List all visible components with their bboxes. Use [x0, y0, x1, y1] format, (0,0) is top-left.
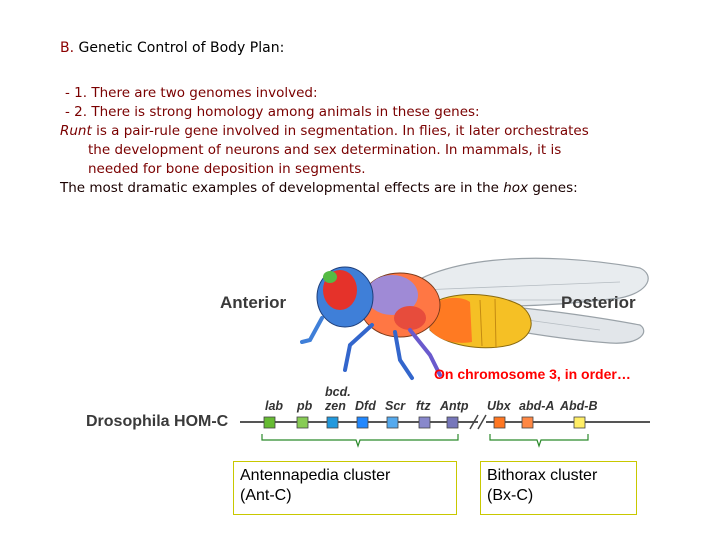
posterior-label: Posterior — [561, 293, 636, 312]
antennapedia-line1: Antennapedia cluster — [240, 467, 391, 484]
slide-title: B. Genetic Control of Body Plan: — [60, 40, 284, 56]
fly-legs — [343, 323, 442, 380]
gene-box-abda — [521, 416, 534, 429]
hox-gene: hox — [503, 180, 529, 196]
gene-label-antp: Antp — [440, 399, 469, 413]
bithorax-cluster-box: Bithorax cluster (Bx-C) — [480, 461, 637, 515]
gene-box-scr — [386, 416, 399, 429]
gene-label-dfd: Dfd — [355, 399, 376, 413]
complex-label: Drosophila HOM-C — [86, 413, 229, 430]
gene-label-pb: pb — [297, 399, 313, 413]
line-runt-2: the development of neurons and sex deter… — [88, 142, 562, 158]
gene-box-antp — [446, 416, 459, 429]
gene-box-ubx — [493, 416, 506, 429]
gene-box-zen — [326, 416, 339, 429]
bithorax-line1: Bithorax cluster — [487, 467, 598, 484]
gene-box-abdb — [573, 416, 586, 429]
fly-head — [300, 266, 374, 344]
gene-label-scr: Scr — [385, 399, 406, 413]
gene-label-lab: lab — [265, 399, 284, 413]
cluster-brackets — [261, 434, 589, 448]
fly-thorax — [359, 272, 441, 338]
runt-rest: is a pair-rule gene involved in segmenta… — [91, 123, 589, 139]
bithorax-line2: (Bx-C) — [487, 487, 534, 504]
gene-label-ftz: ftz — [416, 399, 431, 413]
gene-box-lab — [263, 416, 276, 429]
line-runt: Runt is a pair-rule gene involved in seg… — [60, 122, 700, 141]
chromosome-note: On chromosome 3, in order… — [434, 366, 631, 382]
line-homology: - 2. There is strong homology among anim… — [65, 104, 480, 120]
gene-label-abda: abd-A — [519, 399, 555, 413]
fly-abdomen — [429, 294, 532, 349]
gene-label-abdb: Abd-B — [560, 399, 598, 413]
anterior-label: Anterior — [220, 293, 287, 312]
gene-label-zen: zen — [325, 399, 346, 413]
antennapedia-line2: (Ant-C) — [240, 487, 292, 504]
line-hox: The most dramatic examples of developmen… — [60, 179, 700, 198]
title-letter: B. — [60, 40, 75, 56]
line-runt-3: needed for bone deposition in segments. — [88, 161, 366, 177]
gene-box-dfd — [356, 416, 369, 429]
antennapedia-cluster-box: Antennapedia cluster (Ant-C) — [233, 461, 457, 515]
gene-label-bcd: bcd. — [325, 385, 351, 399]
gene-label-ubx: Ubx — [487, 399, 511, 413]
gene-boxes — [263, 416, 586, 429]
body-text: - 1. There are two genomes involved: - 2… — [60, 84, 700, 198]
line-genomes: - 1. There are two genomes involved: — [65, 85, 318, 101]
gene-box-ftz — [418, 416, 431, 429]
hox-post: genes: — [528, 180, 578, 196]
runt-gene: Runt — [60, 123, 92, 139]
hox-pre: The most dramatic examples of developmen… — [60, 180, 504, 196]
gene-box-pb — [296, 416, 309, 429]
title-text: Genetic Control of Body Plan: — [78, 40, 285, 56]
